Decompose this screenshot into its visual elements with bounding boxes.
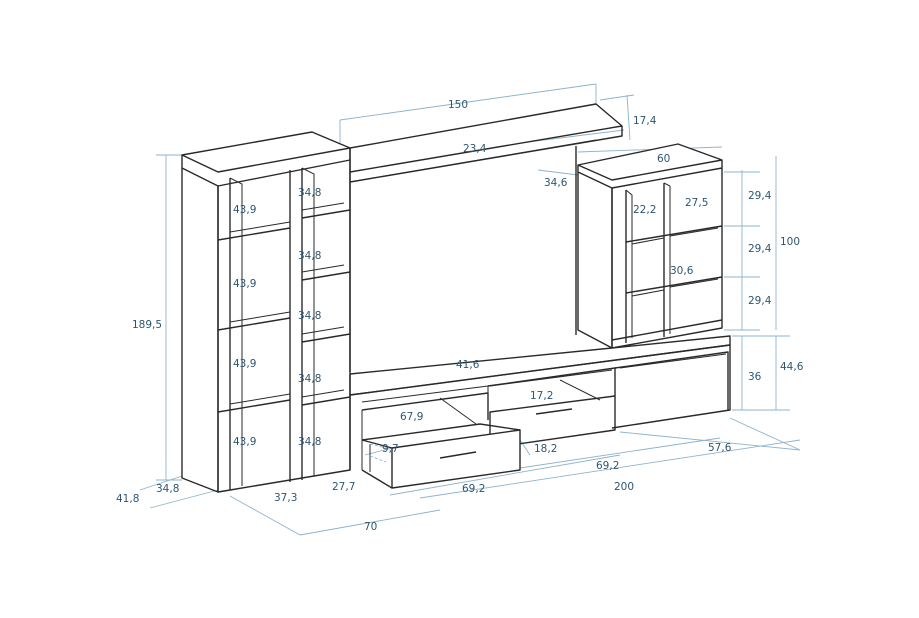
label-left-col-2: 43,9	[233, 278, 256, 290]
label-left-col-4: 43,9	[233, 436, 256, 448]
label-left-total-width: 70	[364, 521, 377, 533]
tv-back-panel	[349, 146, 577, 372]
label-narrow-col-1: 34,8	[298, 187, 321, 199]
label-drawer-left-width: 67,9	[400, 411, 423, 423]
label-base-total-width: 200	[614, 481, 634, 493]
label-narrow-col-4: 34,8	[298, 373, 321, 385]
label-drawer-front-height: 18,2	[534, 443, 557, 455]
label-right-cell-left: 22,2	[633, 204, 656, 216]
furniture-drawing	[181, 103, 731, 493]
label-right-row-3: 29,4	[748, 295, 772, 307]
label-base-right-width: 57,6	[708, 442, 732, 454]
label-base-inner-height: 36	[748, 371, 762, 383]
label-top-beam-height: 17,4	[633, 115, 657, 127]
label-right-unit-width: 60	[657, 153, 670, 165]
left-tower-top	[181, 131, 351, 173]
label-left-tower-width: 37,3	[274, 492, 297, 504]
label-narrow-col-2: 34,8	[298, 250, 321, 262]
label-narrow-col-3: 34,8	[298, 310, 321, 322]
label-drawer-bottom-width: 69,2	[462, 483, 485, 495]
label-drawer-inner-depth: 17,2	[530, 390, 553, 402]
label-tv-opening: 41,6	[456, 359, 480, 371]
label-right-row-1: 29,4	[748, 190, 772, 202]
label-base-section-width: 69,2	[596, 460, 619, 472]
label-right-cell-right: 27,5	[685, 197, 708, 209]
label-top-beam-depth: 23,4	[463, 143, 487, 155]
label-drawer-front-depth: 9,7	[382, 443, 399, 455]
label-right-inner-cell: 30,6	[670, 265, 694, 277]
label-left-col-1: 43,9	[233, 204, 256, 216]
label-narrow-col-5: 34,8	[298, 436, 321, 448]
label-narrow-tower-width: 27,7	[332, 481, 355, 493]
label-left-tower-height: 189,5	[132, 319, 162, 331]
label-left-depth-outer: 41,8	[116, 493, 139, 505]
dimension-labels: 150 17,4 23,4 60 34,6 22,2 27,5 29,4 29,…	[116, 99, 804, 533]
label-left-col-3: 43,9	[233, 358, 256, 370]
right-unit-top	[577, 143, 723, 181]
top-beam	[349, 103, 623, 173]
label-base-outer-height: 44,6	[780, 361, 804, 373]
label-right-unit-depth: 34,6	[544, 177, 568, 189]
label-right-unit-height: 100	[780, 236, 800, 248]
tv-stand-top	[349, 335, 731, 396]
label-right-row-2: 29,4	[748, 243, 772, 255]
label-top-beam-width: 150	[448, 99, 468, 111]
open-drawer	[391, 429, 521, 489]
label-left-depth-inner: 34,8	[156, 483, 179, 495]
